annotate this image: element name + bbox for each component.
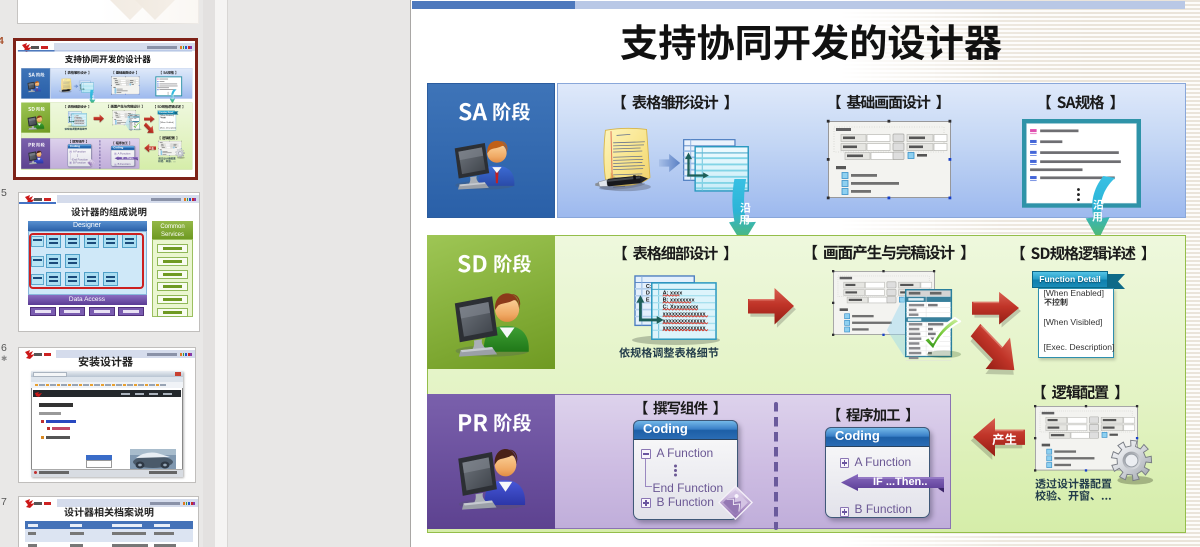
svg-text:xxxxxxxxxxxxxx: xxxxxxxxxxxxxx	[663, 318, 707, 324]
svg-text:E: E	[646, 298, 650, 304]
svg-text:C: Xxxxxxxxx: C: Xxxxxxxxx	[74, 118, 82, 120]
svg-text:xxxxxxxxxxxxxx: xxxxxxxxxxxxxx	[74, 120, 84, 122]
svg-text:D: D	[646, 291, 650, 297]
svg-text:xxxxxxxxxxxxxx: xxxxxxxxxxxxxx	[74, 123, 84, 125]
svg-text:xxxxxxxxxxxxxx: xxxxxxxxxxxxxx	[663, 311, 707, 317]
svg-text:D: D	[70, 115, 71, 117]
svg-text:B: xxxxxxxx: B: xxxxxxxx	[663, 298, 696, 304]
svg-text:B: xxxxxxxx: B: xxxxxxxx	[74, 117, 81, 119]
svg-text:C: Xxxxxxxxx: C: Xxxxxxxxx	[663, 305, 700, 311]
svg-text:E: E	[70, 117, 71, 119]
svg-text:xxxxxxxxxxxxxx: xxxxxxxxxxxxxx	[663, 325, 707, 331]
svg-text:A: xxxx: A: xxxx	[663, 291, 684, 297]
svg-text:xxxxxxxxxxxxxx: xxxxxxxxxxxxxx	[74, 121, 84, 123]
